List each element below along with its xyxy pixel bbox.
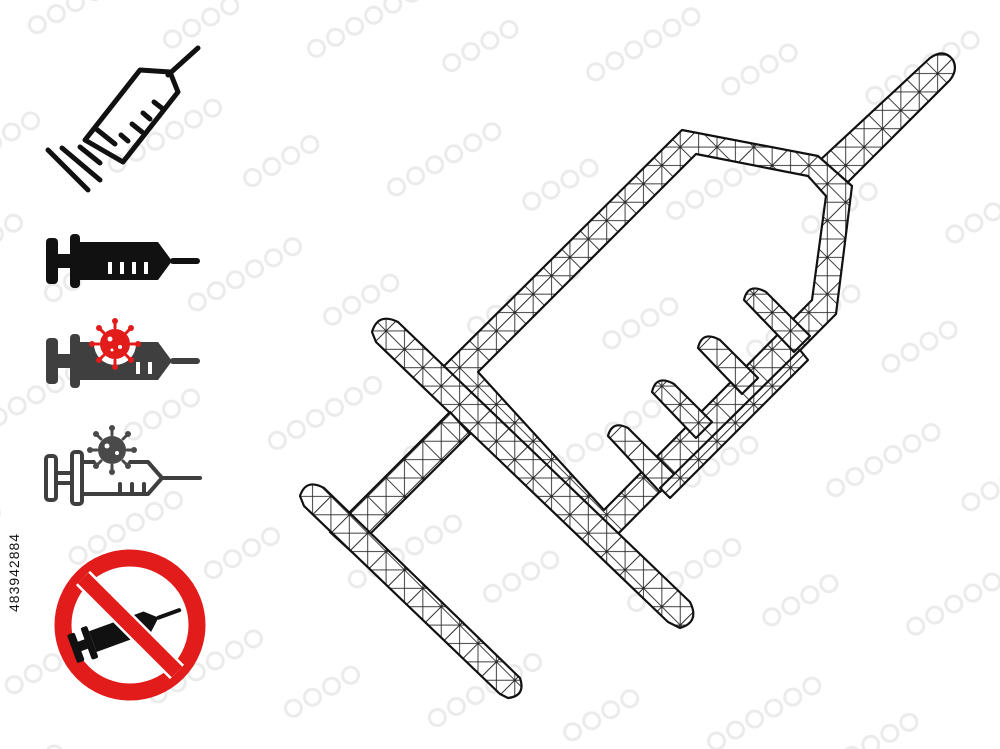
red-virus-icon (89, 318, 141, 370)
no-vaccine-icon (54, 549, 206, 701)
dark-virus-icon (87, 425, 137, 475)
stock-id-label: 483942884 (6, 532, 22, 612)
syringe-outline-icon (45, 45, 201, 193)
vaccine-virus-outline-icon (44, 425, 202, 506)
syringe-solid-icon (46, 234, 200, 288)
vaccine-virus-red-icon (46, 318, 200, 388)
